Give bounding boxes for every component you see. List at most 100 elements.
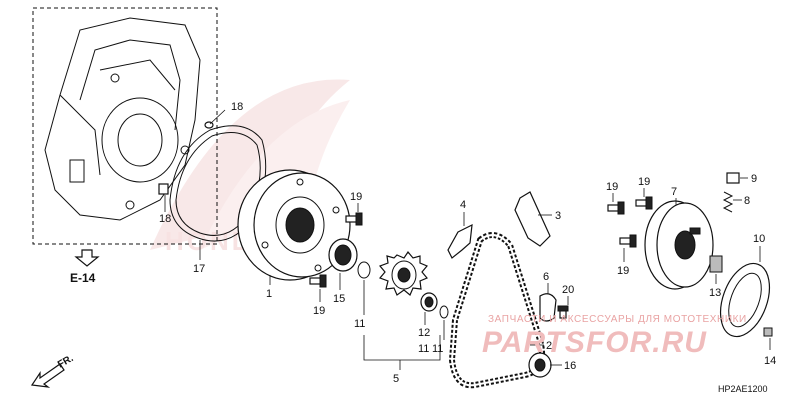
front-arrow-icon [30,363,65,388]
callout-9: 9 [751,173,757,185]
part-7-rotor [644,200,714,290]
gasket-outer [169,125,267,242]
sprocket-hub [391,260,417,290]
rotor-key [689,227,701,235]
part-1-cover [237,169,351,281]
front-label: FR. [56,353,76,371]
cover-bolt-hole [261,241,269,249]
leader-lines [164,109,771,370]
part-17-gasket [169,125,267,242]
crankcase-slot [69,159,85,183]
watermark-tagline: ЗАПЧАСТИ И АКСЕССУАРЫ ДЛЯ МОТОТЕХНИКИ [488,314,747,325]
callout-17: 17 [193,263,205,275]
callout-6: 6 [543,271,549,283]
callout-2: 2 [546,340,552,352]
callout-3: 3 [555,210,561,222]
bolt-head [355,212,363,226]
seal-inner [334,244,352,266]
callout-14: 14 [764,355,776,367]
part-11-circlip-left [357,261,371,279]
bolt-head [557,305,569,312]
leader-bracket [363,335,441,361]
part-10-side-plate [719,262,771,338]
crankcase-rib [99,59,176,91]
crankcase-inner-edge [79,39,181,131]
crankcase-bore-inner [117,113,163,167]
crankcase-hole [110,73,120,83]
cover-boss [275,196,325,254]
chain-links [448,232,546,389]
part-19-bolt-lower-right [619,234,637,248]
callout-18: 18 [231,101,243,113]
callout-19: 19 [606,181,618,193]
bolt-head [319,274,327,288]
rotor-bore [674,230,696,260]
part-2-chain [448,232,546,389]
bearing-inner [424,296,434,308]
callout-16: 16 [564,360,576,372]
cover-bolt-hole [314,264,322,272]
cover-bolt-hole [296,178,304,186]
part-19-bolt-cover [345,212,363,226]
plate-inner [728,272,762,328]
bolt-head [645,196,653,210]
callout-19: 19 [638,176,650,188]
bolt-head [617,201,625,215]
part-19-bolt-mid-right [635,196,653,210]
diagram-code: HP2AE1200 [718,384,768,394]
callout-1: 1 [266,288,272,300]
crankcase-bore [101,97,179,183]
part-9-plunger [726,172,740,184]
part-18-dowel-lower [158,183,169,195]
callout-11: 11 [432,343,443,355]
part-19-bolt-upper-right [607,201,625,215]
front-direction-indicator: FR. [30,353,76,388]
callout-4: 4 [460,199,466,211]
callout-15: 15 [333,293,345,305]
gasket-inner [175,132,261,236]
callout-labels: 18 18 17 1 19 19 15 11 5 12 11 11 4 3 2 … [159,101,776,385]
part-14-pin [763,327,773,337]
crankcase-hole [125,200,135,210]
sprocket-bore [397,267,411,283]
callout-19: 19 [617,265,629,277]
part-6-plate [539,293,557,322]
cover-bore [285,207,315,243]
callout-13: 13 [709,287,721,299]
part-16-sprocket [528,352,552,378]
sprocket-16-bore [534,358,546,372]
callout-12: 12 [418,327,430,339]
part-4-chain-guide [447,223,473,259]
reference-boundary [32,7,218,245]
crankcase-flange [59,94,101,176]
callout-18: 18 [159,213,171,225]
callout-19: 19 [313,305,325,317]
watermark-logo: PARTSFOR.RU [482,326,707,359]
reference-label: E-14 [70,271,96,285]
part-19-bolt-lower [309,274,327,288]
crankcase-outline [44,17,201,221]
bolt-head [629,234,637,248]
part-15-oil-seal [328,238,358,272]
plate-outer [719,262,771,338]
down-arrow-icon [74,249,100,267]
callout-20: 20 [562,284,574,296]
part-5-sprocket [378,250,428,296]
part-8-spring [722,191,734,213]
part-11-circlip-right [439,305,449,319]
cover-bolt-hole [332,206,340,214]
callout-5: 5 [393,373,399,385]
partsfor-watermark: ЗАПЧАСТИ И АКСЕССУАРЫ ДЛЯ МОТОТЕХНИКИ PA… [482,314,747,359]
part-12-bearing [420,292,438,312]
crankcase-reference [32,7,218,245]
part-20-bolt [557,305,569,319]
callout-8: 8 [744,195,750,207]
reference-arrow: E-14 [70,249,100,285]
callout-11: 11 [354,318,365,330]
callout-10: 10 [753,233,765,245]
callout-7: 7 [671,186,677,198]
part-18-dowel-upper [204,121,214,129]
part-13-roller [709,255,723,273]
callout-19: 19 [350,191,362,203]
